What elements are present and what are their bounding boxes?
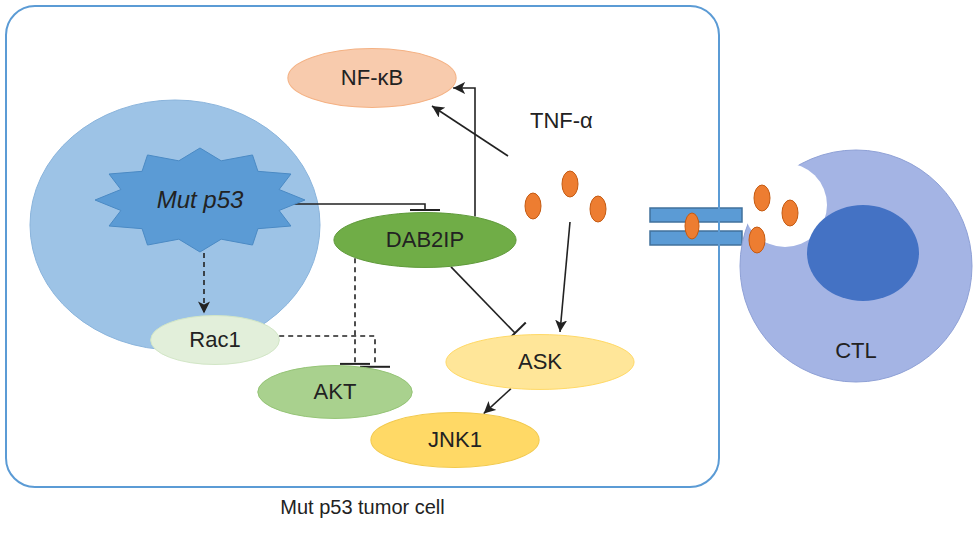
nfkb-ellipse: NF-κB: [287, 48, 457, 108]
dab2ip-ellipse: DAB2IP: [333, 212, 517, 268]
molecule-label: TNF-α: [530, 108, 593, 134]
dashed-connector: [203, 244, 205, 313]
node-label: Mut p53: [157, 186, 244, 214]
node-label: DAB2IP: [386, 227, 464, 253]
node-label: CTL: [738, 338, 974, 364]
cell-outline: Mut p53 tumor cellNF-κBMut p53DAB2IPRac1…: [5, 5, 720, 488]
ask-ellipse: ASK: [445, 334, 635, 390]
rac1-ellipse: Rac1: [150, 315, 280, 365]
tnf-dots: [525, 171, 606, 222]
connector: [453, 88, 475, 217]
node-label: ASK: [518, 349, 562, 375]
ctl-cell: CTL: [738, 148, 974, 384]
akt-ellipse: AKT: [257, 365, 413, 419]
connector: [293, 204, 425, 210]
nucleus: [30, 100, 320, 350]
node-label: NF-κB: [341, 65, 403, 91]
node-label: AKT: [314, 379, 357, 405]
connector: [484, 389, 511, 414]
jnk1-ellipse: JNK1: [370, 412, 540, 468]
connector: [451, 267, 515, 333]
node-label: Rac1: [189, 327, 240, 353]
dashed-connector: [279, 336, 375, 367]
dashed-connector: [354, 258, 356, 364]
node-label: JNK1: [428, 427, 482, 453]
node-label: Mut p53 tumor cell: [7, 496, 718, 519]
receptor: [650, 208, 742, 245]
mutp53-star: Mut p53: [95, 148, 305, 252]
